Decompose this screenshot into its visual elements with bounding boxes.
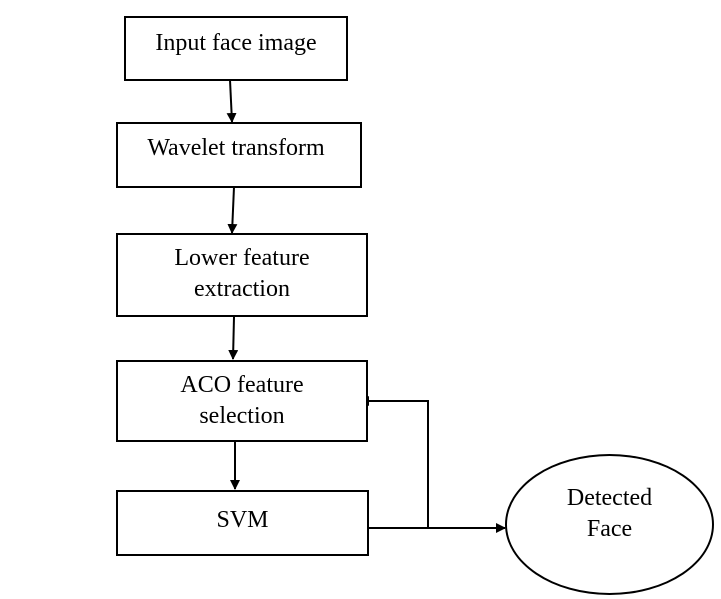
step-label-wavelet-transform: Wavelet transform [147, 135, 325, 161]
arrow-lower-feature-to-aco [228, 316, 239, 360]
step-box-input-face-image: Input face image [124, 16, 348, 81]
arrow-input-to-wavelet [226, 79, 237, 123]
step-box-svm: SVM [116, 490, 369, 556]
step-box-lower-feature-extraction: Lower feature extraction [116, 233, 368, 317]
step-label-svm: SVM [216, 507, 269, 533]
step-box-wavelet-transform: Wavelet transform [116, 122, 362, 188]
step-label-selection: selection [199, 403, 285, 429]
step-label-lower-feature: Lower feature [174, 245, 310, 271]
step-box-aco-feature-selection: ACO feature selection [116, 360, 368, 442]
arrow-feedback-to-aco [359, 396, 429, 528]
output-ellipse-detected-face: Detected Face [505, 454, 714, 595]
output-label-detected: Detected [566, 485, 653, 511]
step-label-aco-feature: ACO feature [180, 372, 304, 398]
arrow-wavelet-to-lower-feature [227, 186, 238, 234]
output-label-face: Face [586, 516, 633, 542]
step-label-input-face-image: Input face image [155, 30, 317, 56]
step-label-extraction: extraction [194, 276, 290, 302]
